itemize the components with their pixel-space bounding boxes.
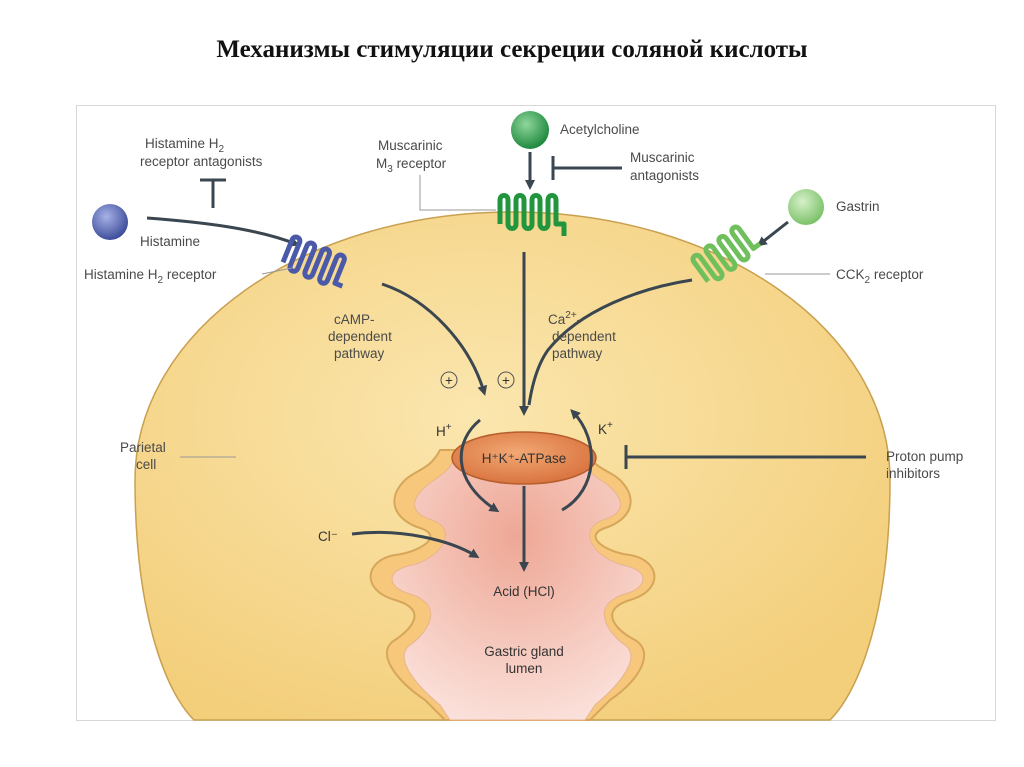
h2-receptor-label: Histamine H2 receptor — [84, 267, 217, 286]
h2-antagonists-label-line1: Histamine H2 — [145, 136, 225, 155]
camp-label-line1: cAMP- — [334, 312, 375, 327]
h2-receptor-pointer — [261, 267, 293, 275]
ca-label-line2: dependent — [552, 329, 616, 344]
histamine-arrow — [146, 216, 300, 247]
gland-lumen — [391, 457, 644, 721]
ppi-label-line2: inhibitors — [886, 466, 940, 481]
ppi-label-line1: Proton pump — [886, 449, 963, 464]
gastrin-ligand — [788, 189, 824, 225]
h-plus-arrow — [459, 418, 500, 513]
ca-label-line3: pathway — [552, 346, 603, 361]
gastrin-arrow — [756, 220, 789, 247]
plus-sign-camp: + — [445, 373, 453, 388]
muscarinic-antagonists-line2: antagonists — [630, 168, 699, 183]
m3-receptor-pointer — [419, 175, 496, 211]
histamine-h2-receptor — [280, 234, 347, 289]
lumen-label-line2: lumen — [506, 661, 543, 676]
acid-label: Acid (HCl) — [493, 584, 555, 599]
plus-sign-ca-circle — [497, 371, 515, 389]
m3-receptor-line1: Muscarinic — [378, 138, 443, 153]
acetylcholine-label: Acetylcholine — [560, 122, 640, 137]
muscarinic-antagonists-line1: Muscarinic — [630, 150, 695, 165]
camp-label-line3: pathway — [334, 346, 385, 361]
slide-title: Механизмы стимуляции секреции соляной ки… — [216, 36, 808, 63]
chloride-label: Cl⁻ — [318, 529, 338, 544]
cck2-pathway-arrow — [527, 278, 693, 406]
histamine-label: Histamine — [140, 234, 200, 249]
h2-antagonists-label-line2: receptor antagonists — [140, 154, 263, 169]
k-plus-arrow — [561, 409, 593, 512]
cck2-receptor-label: CCK2 receptor — [836, 267, 924, 286]
parietal-label-line1: Parietal — [120, 440, 166, 455]
k-plus-label: K+ — [598, 420, 613, 437]
plus-sign-camp-circle — [440, 371, 458, 389]
camp-label-line2: dependent — [328, 329, 392, 344]
chloride-arrow — [351, 530, 480, 559]
parietal-label-line2: cell — [136, 457, 156, 472]
lumen-label-line1: Gastric gland — [484, 644, 564, 659]
m3-receptor-line2: M3 receptor — [376, 156, 447, 175]
acetylcholine-ligand — [511, 111, 549, 149]
ca-label-line1: Ca2+- — [548, 310, 581, 327]
h-plus-label: H+ — [436, 422, 452, 439]
cck2-receptor — [690, 224, 762, 283]
plus-sign-ca: + — [502, 373, 510, 388]
histamine-ligand — [92, 204, 128, 240]
gastrin-label: Gastrin — [836, 199, 880, 214]
camp-pathway-arrow — [381, 282, 488, 396]
atpase-label: H⁺K⁺-ATPase — [482, 451, 567, 466]
proton-pump — [451, 431, 597, 485]
muscarinic-m3-receptor — [497, 193, 567, 236]
